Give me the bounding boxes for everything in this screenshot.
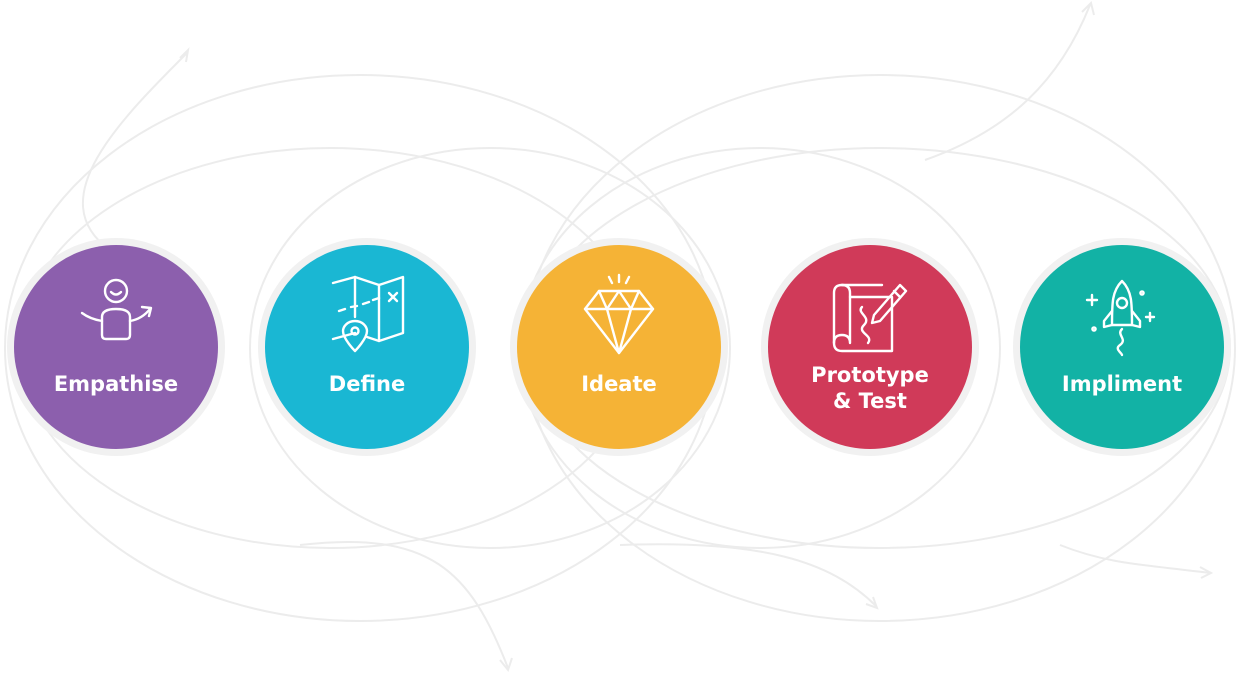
stage-ideate: Ideate <box>517 245 721 449</box>
stage-label: Ideate <box>581 372 657 396</box>
person-growth-icon <box>80 278 153 341</box>
loop-mid-left <box>249 147 731 549</box>
stage-label-line1: Prototype <box>811 363 929 387</box>
stage-define: Define <box>265 245 469 449</box>
stage-prototype-test: Prototype & Test <box>768 245 972 449</box>
stage-impliment: Impliment <box>1020 245 1224 449</box>
stage-label: Empathise <box>53 372 179 396</box>
stage-label-line2: & Test <box>833 389 907 413</box>
stage-empathise: Empathise <box>14 245 218 449</box>
arrow-bottom-right <box>1059 544 1211 574</box>
stage-label: Define <box>328 372 406 396</box>
diamond-icon <box>583 273 655 355</box>
map-pin-icon <box>331 275 405 353</box>
arrow-bottom-mid <box>619 543 877 607</box>
stage-label: Impliment <box>1061 372 1183 396</box>
blueprint-pencil-icon <box>832 283 908 353</box>
arrow-top-right <box>924 4 1091 161</box>
stage-label: Prototype & Test <box>768 362 972 414</box>
arrow-top-left <box>81 51 189 251</box>
rocket-icon <box>1085 279 1156 357</box>
arrow-bottom-center <box>299 541 509 669</box>
